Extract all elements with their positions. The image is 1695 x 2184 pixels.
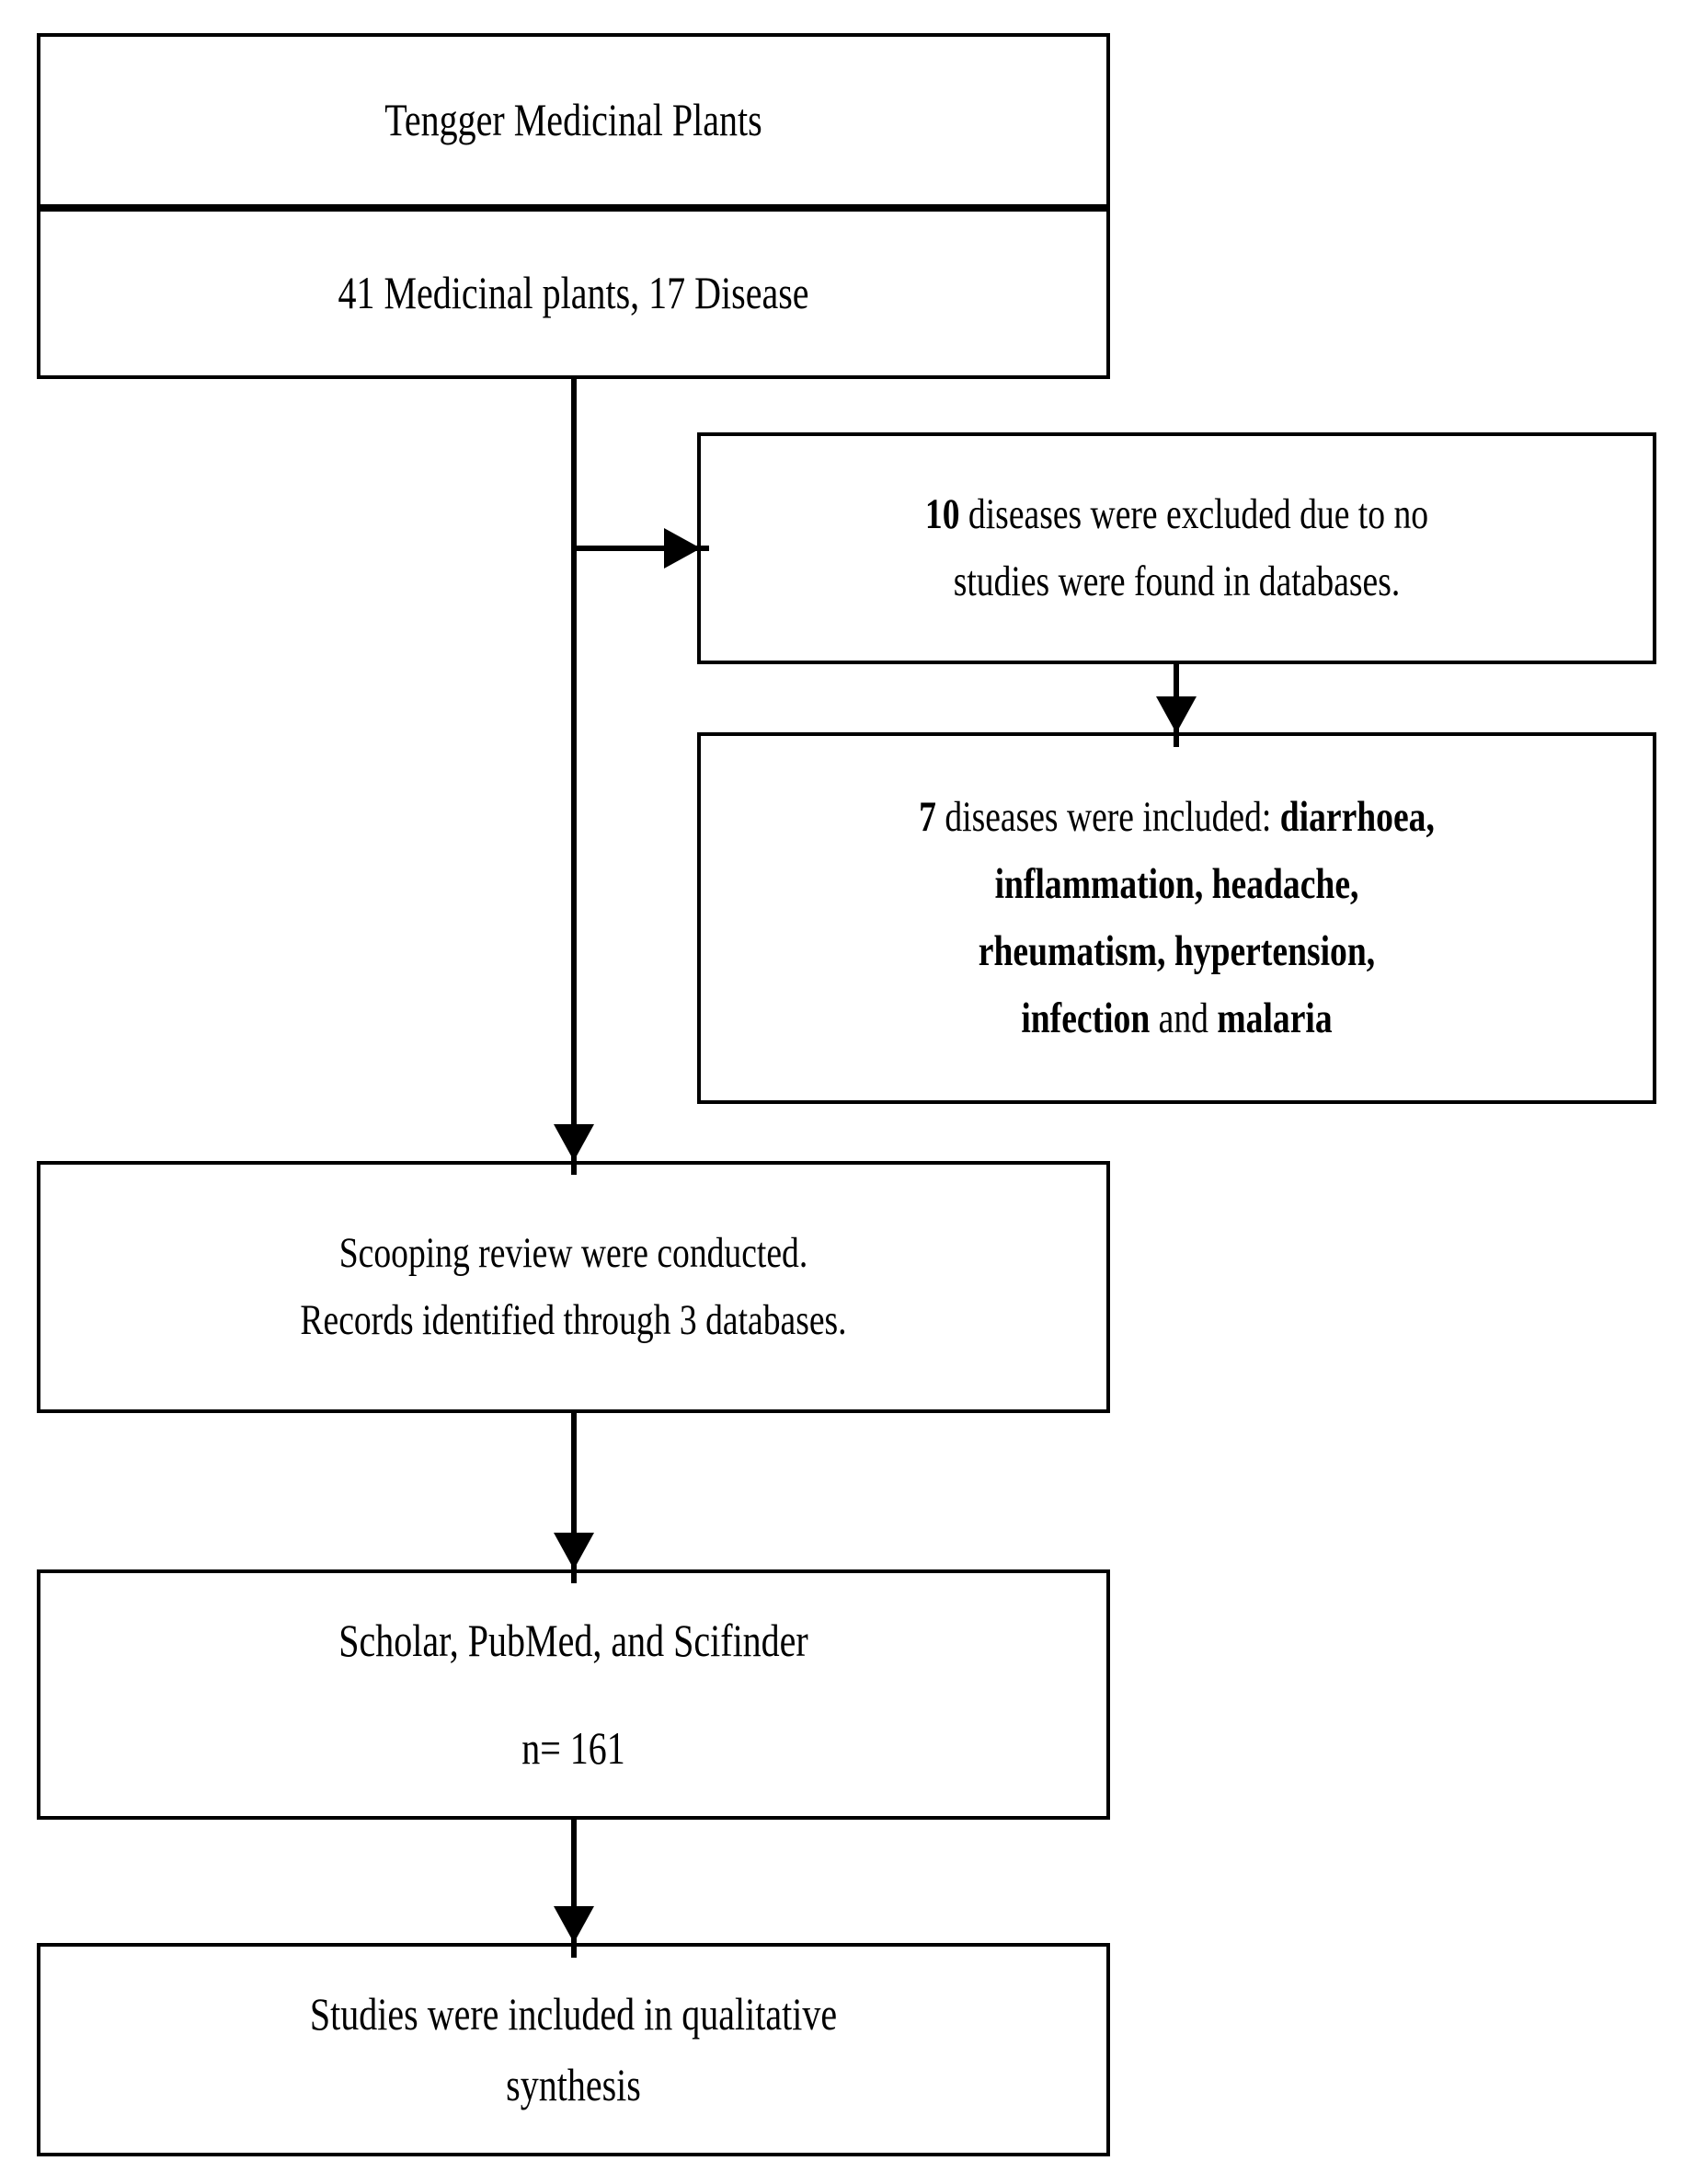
included-line-2: inflammation, headache,	[994, 860, 1359, 909]
included-disease-diarrhoea: diarrhoea,	[1279, 793, 1435, 842]
excluded-line-2: studies were found in databases.	[953, 557, 1401, 605]
node-excluded-box: 10 diseases were excluded due to no stud…	[697, 432, 1656, 664]
included-line-3: rheumatism, hypertension,	[978, 927, 1376, 975]
excluded-line-1-rest: diseases were excluded due to no	[959, 490, 1429, 539]
synthesis-line-2: synthesis	[506, 2059, 641, 2110]
connector-scooping-to-databases	[571, 1413, 577, 1583]
node-title-text: Tengger Medicinal Plants	[384, 94, 762, 146]
excluded-count: 10	[924, 490, 960, 539]
connector-counts-to-scooping	[571, 379, 577, 1175]
included-count: 7	[919, 793, 936, 842]
connector-branch-to-excluded	[571, 546, 709, 551]
arrowhead-into-synthesis-icon	[554, 1906, 594, 1943]
node-included-box: 7 diseases were included: diarrhoea, inf…	[697, 732, 1656, 1104]
included-line-1: 7 diseases were included: diarrhoea,	[815, 784, 1538, 851]
node-scooping-box: Scooping review were conducted. Records …	[37, 1161, 1110, 1413]
databases-line-2: n= 161	[521, 1722, 625, 1774]
node-synthesis-box: Studies were included in qualitative syn…	[37, 1943, 1110, 2156]
synthesis-line-1: Studies were included in qualitative	[309, 1987, 838, 2040]
excluded-line-1: 10 diseases were excluded due to no	[815, 481, 1538, 548]
included-disease-infection: infection	[1021, 994, 1151, 1042]
scooping-line-2: Records identified through 3 databases.	[300, 1296, 847, 1344]
node-databases-box: Scholar, PubMed, and Scifinder n= 161	[37, 1569, 1110, 1820]
included-line-4-conjunction: and	[1150, 994, 1218, 1042]
node-title-box: Tengger Medicinal Plants	[37, 33, 1110, 208]
included-disease-malaria: malaria	[1217, 994, 1333, 1042]
arrowhead-into-scooping-icon	[554, 1124, 594, 1161]
arrowhead-into-included-icon	[1156, 696, 1197, 733]
node-counts-box: 41 Medicinal plants, 17 Disease	[37, 208, 1110, 379]
arrowhead-into-excluded-icon	[664, 528, 701, 569]
connector-databases-to-synthesis	[571, 1820, 577, 1958]
databases-line-1: Scholar, PubMed, and Scifinder	[338, 1614, 808, 1666]
arrowhead-into-databases-icon	[554, 1533, 594, 1569]
included-line-1-rest: diseases were included:	[935, 793, 1280, 842]
included-line-4: infection and malaria	[815, 985, 1538, 1052]
node-counts-text: 41 Medicinal plants, 17 Disease	[338, 267, 809, 319]
scooping-line-1: Scooping review were conducted.	[338, 1229, 808, 1278]
